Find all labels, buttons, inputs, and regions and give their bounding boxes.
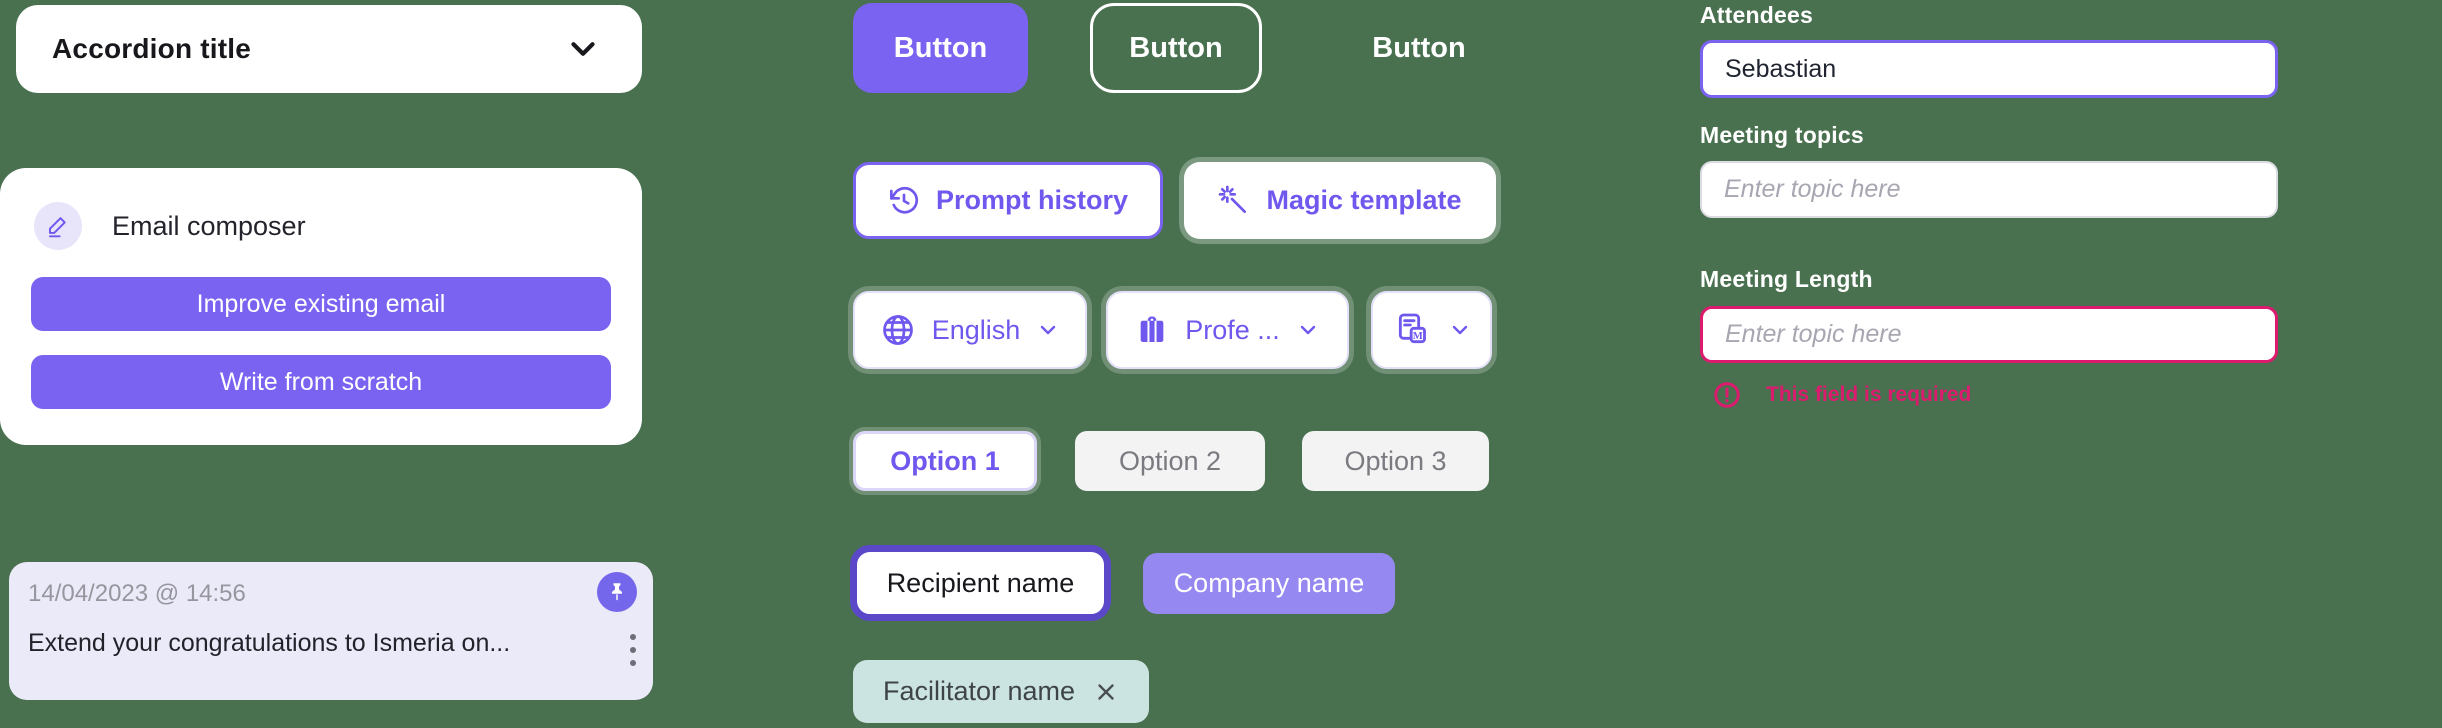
pinned-prompt-card[interactable]: 14/04/2023 @ 14:56 Extend your congratul… — [9, 562, 653, 700]
meeting-length-input[interactable] — [1700, 306, 2278, 363]
meeting-length-error: This field is required — [1712, 380, 1971, 410]
language-dropdown-label: English — [931, 314, 1021, 345]
recipient-name-chip[interactable]: Recipient name — [850, 545, 1111, 621]
chevron-down-icon — [1296, 318, 1320, 342]
svg-text:M: M — [1412, 331, 1422, 342]
meeting-length-label: Meeting Length — [1700, 266, 1873, 292]
tone-dropdown-label: Profe ... — [1185, 314, 1280, 345]
facilitator-name-label: Facilitator name — [882, 676, 1076, 706]
attendees-label: Attendees — [1700, 2, 1813, 28]
company-name-chip[interactable]: Company name — [1143, 553, 1395, 614]
history-icon — [888, 185, 920, 217]
close-icon[interactable] — [1093, 679, 1119, 705]
outlined-button[interactable]: Button — [1090, 3, 1262, 93]
email-composer-title: Email composer — [112, 210, 306, 241]
text-button[interactable]: Button — [1330, 3, 1508, 93]
magic-wand-icon — [1218, 185, 1250, 217]
template-dropdown[interactable]: M — [1371, 291, 1492, 369]
pushpin-icon[interactable] — [597, 572, 637, 612]
improve-existing-email-button[interactable]: Improve existing email — [31, 277, 611, 331]
chevron-down-icon — [1036, 318, 1060, 342]
meeting-topics-input[interactable] — [1700, 161, 2278, 218]
magic-template-button[interactable]: Magic template — [1184, 162, 1496, 239]
error-text: This field is required — [1766, 383, 1972, 406]
email-composer-card: Email composer Improve existing email Wr… — [0, 168, 642, 445]
accordion-title: Accordion title — [52, 33, 252, 64]
pinned-prompt-message: Extend your congratulations to Ismeria o… — [28, 629, 511, 657]
prompt-history-button[interactable]: Prompt history — [853, 162, 1163, 239]
accordion-header[interactable]: Accordion title — [16, 5, 642, 93]
pencil-icon — [34, 202, 82, 250]
option-1-button[interactable]: Option 1 — [853, 431, 1037, 491]
chevron-down-icon[interactable] — [564, 30, 602, 68]
globe-icon — [880, 312, 916, 348]
pinned-prompt-timestamp: 14/04/2023 @ 14:56 — [28, 580, 246, 607]
tone-dropdown[interactable]: Profe ... — [1106, 291, 1349, 369]
filled-button[interactable]: Button — [853, 3, 1028, 93]
briefcase-icon — [1135, 313, 1169, 347]
magic-template-label: Magic template — [1266, 185, 1462, 215]
prompt-history-label: Prompt history — [935, 185, 1129, 215]
facilitator-name-chip[interactable]: Facilitator name — [853, 660, 1149, 723]
meeting-topics-label: Meeting topics — [1700, 122, 1864, 148]
alert-circle-icon — [1712, 380, 1742, 410]
kebab-menu-icon[interactable] — [619, 622, 647, 678]
option-3-button[interactable]: Option 3 — [1302, 431, 1489, 491]
option-2-button[interactable]: Option 2 — [1075, 431, 1265, 491]
attendees-input[interactable] — [1700, 40, 2278, 98]
write-from-scratch-button[interactable]: Write from scratch — [31, 355, 611, 409]
language-dropdown[interactable]: English — [853, 291, 1087, 369]
chevron-down-icon — [1448, 318, 1472, 342]
document-template-icon: M — [1392, 310, 1432, 350]
